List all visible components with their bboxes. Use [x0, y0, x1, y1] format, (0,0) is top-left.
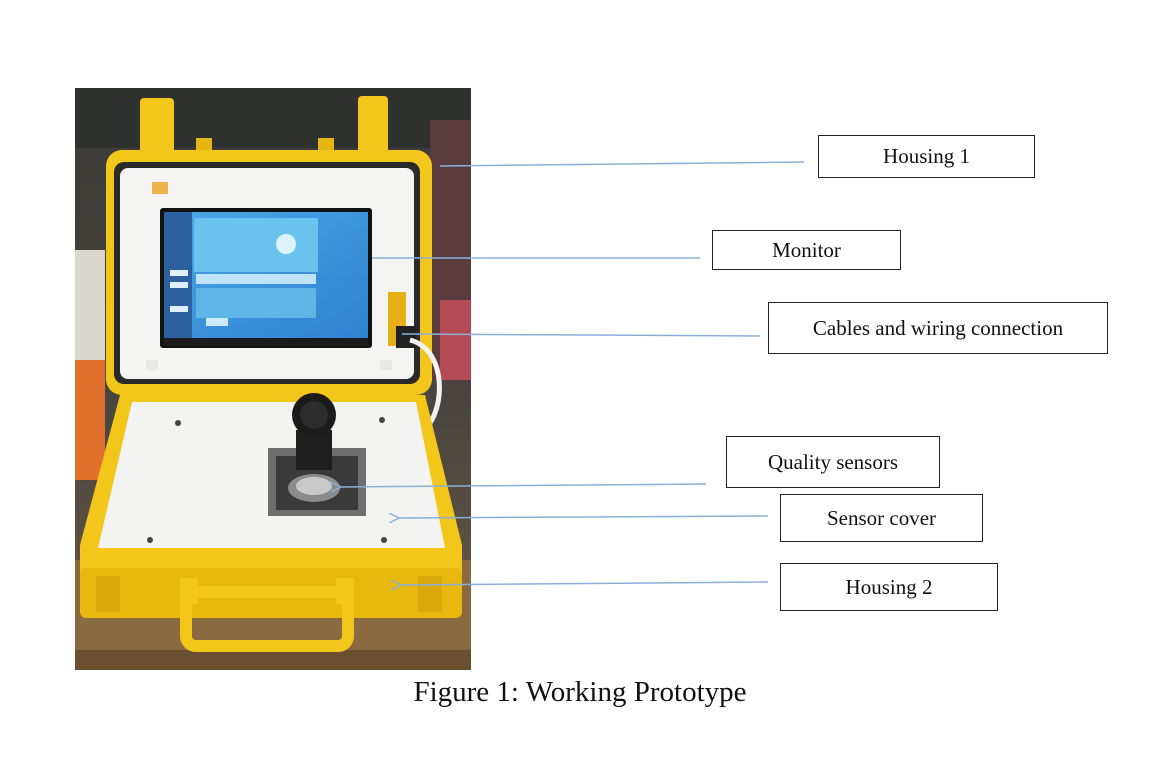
prototype-photo [75, 88, 471, 670]
callout-cables-wiring: Cables and wiring connection [768, 302, 1108, 354]
callout-quality-sensors: Quality sensors [726, 436, 940, 488]
leader-housing2 [400, 582, 769, 585]
leader-sensors [340, 484, 707, 487]
callout-housing-2: Housing 2 [780, 563, 998, 611]
leader-cables [401, 333, 761, 337]
leader-cover [398, 516, 769, 518]
leader-housing1 [439, 161, 805, 167]
callout-monitor: Monitor [712, 230, 901, 270]
callout-housing-1: Housing 1 [818, 135, 1035, 178]
leader-lines [340, 161, 805, 585]
monitor-illustration [160, 208, 372, 348]
sensor-illustration [268, 393, 366, 516]
figure-caption: Figure 1: Working Prototype [413, 676, 747, 708]
callout-sensor-cover: Sensor cover [780, 494, 983, 542]
